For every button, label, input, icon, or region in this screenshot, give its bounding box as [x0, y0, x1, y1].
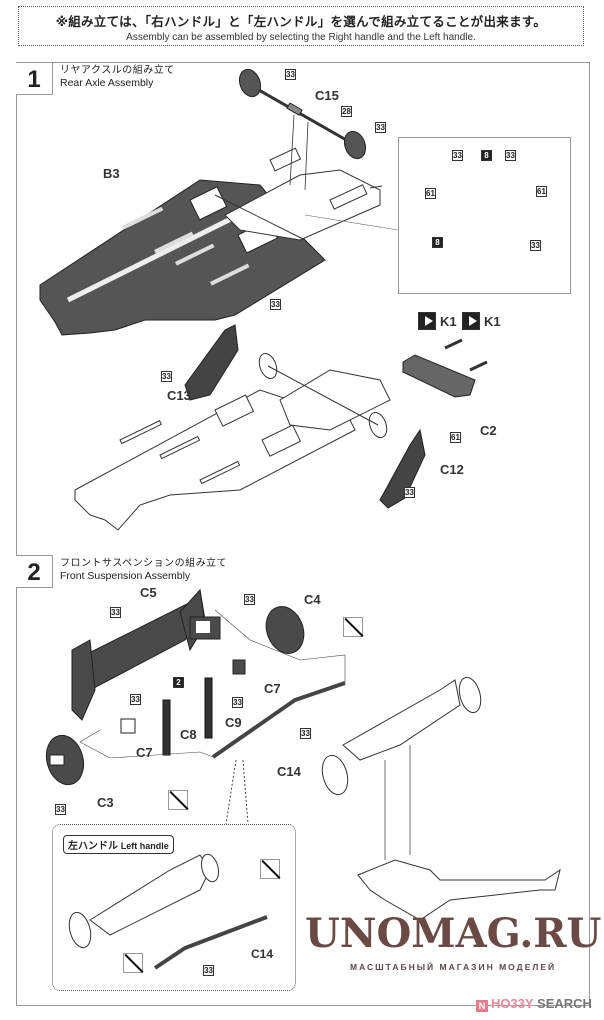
color-code: 28: [341, 106, 352, 117]
cement-icon: [462, 312, 480, 330]
part-label-c15: C15: [315, 88, 339, 103]
part-c8: [162, 699, 171, 756]
wheel-c3-hub: [49, 754, 65, 766]
watermark-subtitle: МАСШТАБНЫЙ МАГАЗИН МОДЕЛЕЙ: [350, 962, 557, 972]
color-code: 33: [55, 804, 66, 815]
step-number-1: 1: [16, 62, 53, 95]
part-label-c7: C7: [264, 681, 281, 696]
left-handle-tag-jp: 左ハンドル: [68, 841, 118, 852]
cement-icon: [418, 312, 436, 330]
search-text: SEARCH: [537, 996, 592, 1011]
color-code: 33: [300, 728, 311, 739]
color-code: 33: [232, 697, 243, 708]
part-label-c7: C7: [136, 745, 153, 760]
instruction-frame: [16, 62, 590, 1006]
color-code: 61: [425, 188, 436, 199]
arm-c12: [379, 428, 426, 509]
part-label-c5: C5: [140, 585, 157, 600]
note-en: Assembly can be assembled by selecting t…: [126, 32, 476, 43]
no-cement-icon: [343, 617, 363, 637]
color-code: 33: [130, 694, 141, 705]
watermark-logo: UNOMAG.RU: [305, 910, 602, 957]
step-title-en: Front Suspension Assembly: [60, 570, 191, 582]
detail-inset: [398, 137, 571, 294]
color-code: 33: [244, 594, 255, 605]
part-label-c9: C9: [225, 715, 242, 730]
callout-line: [225, 759, 237, 825]
part-c7-right: [232, 659, 246, 675]
rear-axle-assembled: [258, 352, 391, 439]
part-label-b3: B3: [103, 166, 120, 181]
color-code: 33: [110, 607, 121, 618]
part-label-c2: C2: [480, 423, 497, 438]
wheel-c4: [265, 606, 305, 654]
note-jp: ※組み立ては、「右ハンドル」と「左ハンドル」を選んで組み立てることが出来ます。: [55, 14, 547, 29]
hobby-search-icon: N: [476, 1000, 488, 1012]
part-label-k1: K1: [440, 314, 457, 329]
no-cement-icon: [168, 790, 188, 810]
no-cement-icon: [123, 953, 143, 973]
part-label-c12: C12: [440, 462, 464, 477]
bumper-c2: [402, 354, 476, 398]
color-code: 33: [530, 240, 541, 251]
color-code: 33: [452, 150, 463, 161]
color-code: 61: [450, 432, 461, 443]
left-handle-tag-en: Left handle: [120, 841, 169, 851]
color-code: 33: [375, 122, 386, 133]
front-assembled-view: [321, 676, 561, 921]
part-label-c13: C13: [167, 388, 191, 403]
arm-c13: [184, 324, 239, 401]
inset-leader-line: [304, 214, 399, 231]
left-handle-drawing: [68, 853, 268, 970]
step-title-en: Rear Axle Assembly: [60, 77, 154, 89]
color-code: 33: [161, 371, 172, 382]
part-label-c3: C3: [97, 795, 114, 810]
front-suspension-frame: [71, 588, 221, 721]
guide-line: [214, 609, 346, 683]
color-code: 33: [270, 299, 281, 310]
callout-line: [242, 759, 249, 825]
part-label-c8: C8: [180, 727, 197, 742]
color-code: 33: [505, 150, 516, 161]
hobby-text: HO33Y: [491, 996, 534, 1011]
part-label-k1: K1: [484, 314, 501, 329]
part-label-c14: C14: [277, 764, 301, 779]
step-title-jp: リヤアクスルの組み立て: [60, 65, 175, 76]
part-label-c14: C14: [251, 947, 274, 961]
color-code: 8: [432, 237, 443, 248]
rear-axle-c15: [238, 68, 367, 191]
left-handle-inset: 左ハンドル Left handle C14 33: [52, 824, 296, 991]
step-title-2: フロントサスペンションの組み立て Front Suspension Assemb…: [60, 558, 227, 582]
step-title-1: リヤアクスルの組み立て Rear Axle Assembly: [60, 65, 175, 89]
color-code: 8: [481, 150, 492, 161]
color-code: 33: [285, 69, 296, 80]
left-handle-tag: 左ハンドル Left handle: [63, 835, 174, 854]
pin-k1-b: [469, 360, 488, 372]
pin-k1-a: [444, 338, 463, 350]
guide-line: [79, 729, 214, 759]
rear-axle-frame: [214, 147, 383, 241]
assembly-note: ※組み立ては、「右ハンドル」と「左ハンドル」を選んで組み立てることが出来ます。 …: [18, 6, 584, 46]
color-code: 2: [173, 677, 184, 688]
color-code: 61: [536, 186, 547, 197]
part-c7-left: [120, 718, 136, 734]
step-title-jp: フロントサスペンションの組み立て: [60, 558, 228, 569]
tie-rod-c14: [211, 681, 346, 759]
step-number-2: 2: [16, 555, 53, 588]
part-label-c4: C4: [304, 592, 321, 607]
wheel-c3: [45, 734, 85, 786]
no-cement-icon: [260, 859, 280, 879]
part-c9: [204, 677, 213, 739]
color-code: 33: [404, 487, 415, 498]
color-code: 33: [203, 965, 214, 976]
